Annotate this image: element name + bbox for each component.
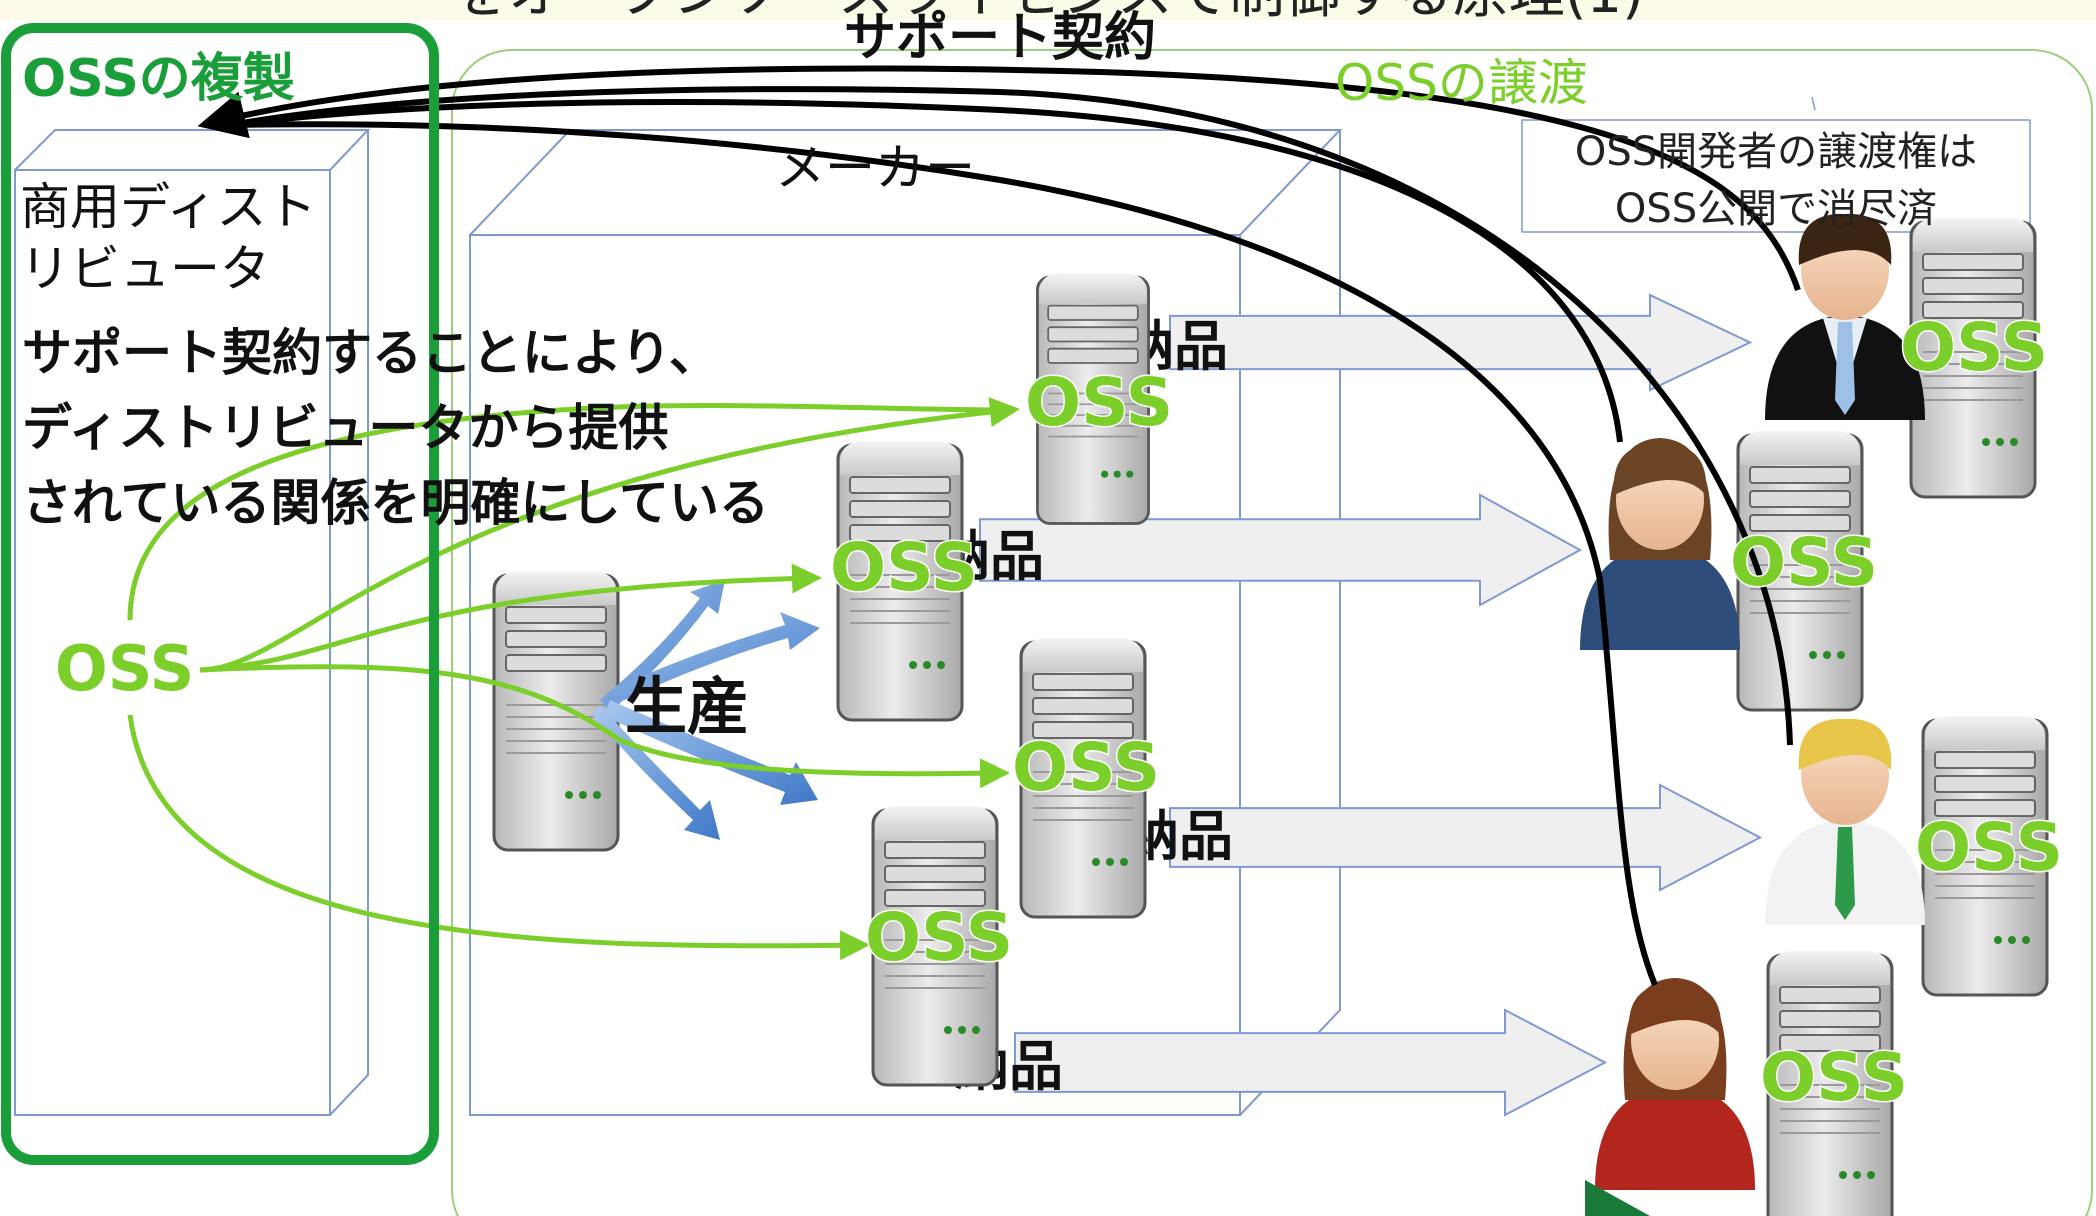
source-oss-label: OSS [55,632,194,705]
oss-label: OSS [830,529,978,606]
corner-mark [1585,1180,1650,1216]
oss-copy-arrows [127,397,1020,961]
distributor-label-1: 商用ディスト [20,178,317,236]
title-band [0,0,2096,20]
people [1580,213,1925,1190]
person-icon [1765,213,1925,420]
oss-label: OSS [1012,729,1160,806]
person-icon [1580,438,1740,650]
delivery-arrow [1169,293,1753,392]
production-label: 生産 [625,670,749,743]
oss-label: OSS [1760,1039,1908,1116]
note-box [1521,119,2031,233]
page-title: をオープンソースライセンスで制御する原理(1) [452,0,1644,26]
oss-transfer-label: OSSの譲渡 [1335,54,1588,112]
outline-arrow-hint [1811,96,1816,111]
explain-line-3: されている関係を明確にしている [22,474,769,532]
maker-label: メーカー [775,139,975,197]
note-line-2: OSS公開で消尽済 [1615,186,1937,232]
person-icon [1595,978,1755,1190]
oss-label: OSS [1915,809,2063,886]
oss-label: OSS [1900,309,2048,386]
production-arrows [592,580,820,840]
explain-line-1: サポート契約することにより、 [22,324,719,382]
oss-copy-label: OSSの複製 [22,49,295,109]
oss-labels: OSS OSS OSS OSS OSS OSS OSS OSS [829,308,2065,1118]
oss-label: OSS [1730,524,1878,601]
delivery-arrow [1014,1008,1608,1117]
oss-copy-frame [1,23,439,1165]
oss-label: OSS [1025,364,1173,441]
transfer-region [451,49,2093,1216]
note-line-1: OSS開発者の譲渡権は [1575,129,1977,175]
explain-line-2: ディストリビュータから提供 [22,399,669,457]
support-contract-label: サポート契約 [844,8,1156,68]
distributor-label-2: リビュータ [20,240,270,298]
oss-label: OSS [865,899,1013,976]
person-icon [1765,718,1925,925]
support-contract-arrows [197,65,1801,987]
delivery-arrow [1169,783,1763,892]
